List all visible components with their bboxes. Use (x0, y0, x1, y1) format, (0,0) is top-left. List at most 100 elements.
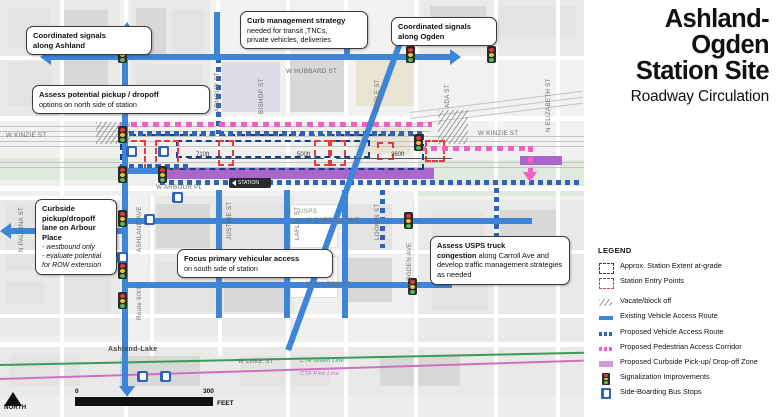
route-arrow-icon (450, 49, 461, 65)
traffic-signal-icon (408, 278, 417, 295)
traffic-signal-icon (598, 373, 615, 386)
callout-curbside-arbour: Curbside pickup/dropoff lane on Arbour P… (35, 199, 117, 276)
station-marker-label: STATION (238, 180, 259, 186)
station-entry-box (314, 140, 330, 166)
dimension-line (188, 158, 324, 159)
station-entry-box (377, 142, 394, 160)
scale-bar: 0 300 FEET (75, 388, 234, 407)
vacate-icon (598, 297, 615, 308)
street-line (0, 116, 584, 121)
curbside-zone (160, 168, 434, 179)
title-subtitle: Roadway Circulation (630, 88, 770, 105)
callout-text: along Ogden (398, 31, 445, 41)
street-line (556, 0, 560, 417)
callout-focus-vehicular: Focus primary vehicular access on south … (177, 249, 333, 278)
street-label: W CARROLL AVE (306, 217, 360, 224)
route-arrow-icon (119, 386, 135, 397)
existing-vehicle-route-icon (598, 312, 615, 323)
street-label: W ARBOUR PL (156, 184, 203, 191)
bus-stop-icon (160, 371, 171, 382)
traffic-signal-icon (118, 166, 127, 183)
legend-label: Approx. Station Extent at-grade (620, 261, 722, 270)
station-marker: STATION (229, 178, 271, 188)
legend-item-vacate: Vacate/block off (598, 297, 776, 308)
street-label: N ELIZABETH ST (545, 78, 552, 132)
street-label: JUSTINE ST (226, 201, 233, 240)
map-block (222, 204, 284, 248)
callout-coordinated-ashland: Coordinated signals along Ashland (26, 26, 152, 56)
street-label: BISHOP ST (258, 78, 265, 114)
station-entry-box (425, 140, 445, 162)
vehicle-route-hubbard (50, 54, 450, 60)
callout-text: congestion along Carroll Ave and develop… (437, 251, 563, 280)
legend-item-proposed-pedestrian-corridor: Proposed Pedestrian Access Corridor (598, 342, 776, 354)
callout-rest: along Carroll Ave and develop traffic ma… (437, 250, 563, 279)
callout-title: Coordinated signals (33, 31, 106, 40)
station-entry-icon (598, 277, 615, 290)
street-label: LOOMIS ST (374, 203, 381, 240)
street-label: N PAULINA ST (18, 206, 25, 252)
proposed-curbside-icon (598, 358, 615, 369)
title-line-1: Ashland-Ogden (664, 5, 770, 59)
route-arrow-icon (40, 49, 51, 65)
rail-line (0, 146, 584, 147)
legend: LEGEND Approx. Station Extent at-grade S… (598, 246, 776, 404)
legend-item-bus-stops: Side-Boarding Bus Stops (598, 387, 776, 400)
callout-text: - evaluate potential for ROW extension (42, 252, 102, 270)
proposed-pedestrian-corridor (420, 146, 530, 151)
legend-item-proposed-vehicle-route: Proposed Vehicle Access Route (598, 327, 776, 339)
page-title: Ashland-Ogden Station Site Roadway Circu… (587, 5, 770, 107)
map-block (6, 282, 44, 304)
street-label: W LAKE ST (238, 358, 274, 365)
bus-route-label: Route 9/X9 (136, 286, 143, 320)
route-arrow-icon (0, 223, 11, 239)
street-label: W KINZIE ST (478, 130, 519, 137)
street-label: N OGDEN AVE (406, 242, 413, 288)
scale-bar-graphic (75, 397, 213, 406)
dimension-label: 500ft (297, 152, 311, 158)
legend-label: Vacate/block off (620, 296, 672, 306)
cta-pink-label: CTA Pink Line (300, 371, 340, 377)
callout-coordinated-ogden: Coordinated signals along Ogden (391, 17, 497, 47)
street-label: ADA ST (444, 84, 451, 108)
traffic-signal-icon (118, 126, 127, 143)
proposed-vehicle-route (120, 131, 424, 136)
street-line (414, 0, 418, 417)
map-block (380, 356, 460, 386)
traffic-signal-icon (158, 166, 167, 183)
pedestrian-arrow-icon (523, 172, 537, 182)
station-entry-box (218, 140, 234, 166)
traffic-signal-icon (118, 292, 127, 309)
north-arrow-icon (4, 392, 22, 406)
proposed-vehicle-route-icon (598, 328, 615, 339)
vehicle-route-carroll (122, 218, 532, 224)
legend-item-station-entry: Station Entry Points (598, 277, 776, 290)
traffic-signal-icon (406, 46, 415, 63)
bus-stop-icon (598, 388, 615, 400)
proposed-vehicle-route (160, 180, 580, 185)
map-block (64, 268, 110, 312)
callout-bold-1: Assess USPS truck (437, 241, 506, 250)
north-label: NORTH (4, 405, 27, 411)
callout-text: along Ashland (33, 40, 86, 50)
map-panel[interactable]: STATION 710ft 500ft 360ft W HUBBARD ST W… (0, 0, 584, 417)
street-label: W HUBBARD ST (286, 68, 338, 75)
street-label: W KINZIE ST (6, 132, 47, 139)
scale-max: 300 (203, 388, 214, 395)
legend-item-proposed-curbside: Proposed Curbside Pick-up/ Drop-off Zone (598, 357, 776, 369)
callout-text: - westbound only (42, 243, 95, 251)
dimension-label: 360ft (391, 152, 405, 158)
station-entry-box (155, 140, 179, 170)
cta-green-label: CTA Green Line (300, 358, 344, 364)
traffic-signal-icon (404, 212, 413, 229)
bus-stop-icon (144, 214, 155, 225)
legend-label: Side-Boarding Bus Stops (620, 387, 702, 397)
map-block (286, 58, 348, 112)
bus-stop-icon (126, 146, 137, 157)
street-line (0, 314, 584, 318)
callout-assess-usps: Assess USPS truck congestion along Carro… (430, 236, 570, 285)
traffic-signal-icon (118, 262, 127, 279)
bus-stop-icon (137, 371, 148, 382)
callout-title: Coordinated signals (398, 22, 471, 31)
